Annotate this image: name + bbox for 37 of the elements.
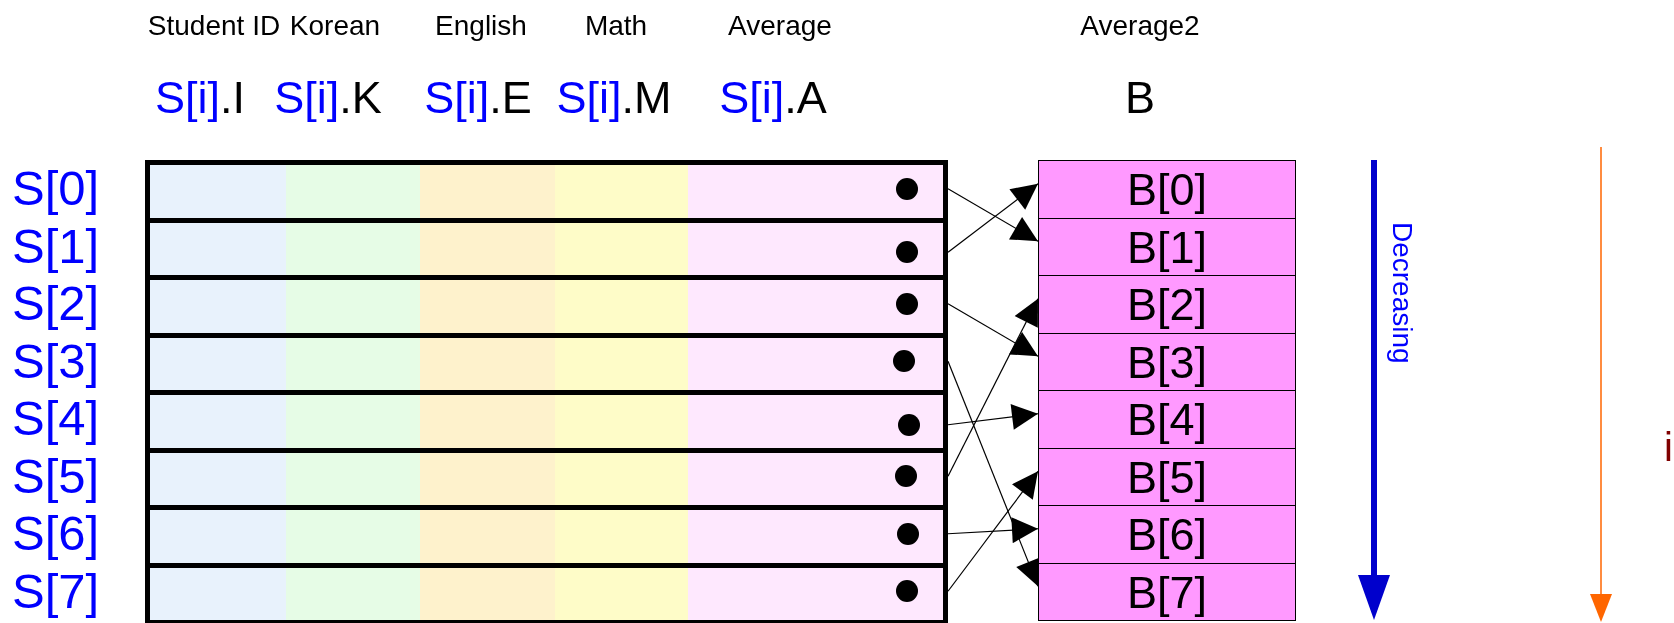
arrow: [947, 470, 1039, 592]
array-cell: B[4]: [1038, 390, 1296, 449]
array-cell: B[7]: [1038, 562, 1296, 621]
row-label: S[3]: [12, 332, 100, 390]
field-name: S[i].I: [155, 72, 245, 124]
row-label: S[6]: [12, 505, 100, 562]
array-cell: B[2]: [1038, 275, 1296, 334]
row-label: S[7]: [12, 562, 100, 620]
field-name: S[i].E: [424, 72, 532, 124]
field-name: S[i].M: [556, 72, 672, 124]
array-cell: B[5]: [1038, 447, 1296, 506]
column-header: Korean: [289, 10, 381, 42]
array-cell: B[3]: [1038, 332, 1296, 391]
column-header: Average: [728, 10, 832, 42]
row-label: S[2]: [12, 275, 100, 332]
arrow: [947, 303, 1039, 357]
arrow: [947, 517, 1039, 544]
array-cell: B[6]: [1038, 505, 1296, 564]
arrow: [947, 183, 1039, 253]
column-header: English: [435, 10, 527, 42]
field-name: S[i].K: [274, 72, 382, 124]
row-label: S[4]: [12, 390, 100, 447]
axis-label: Decreasing: [1386, 222, 1418, 364]
arrow: [947, 188, 1039, 242]
arrow: [947, 298, 1039, 477]
column-header: Math: [584, 10, 648, 42]
row-label: S[0]: [12, 160, 100, 217]
array-cell: B[1]: [1038, 217, 1296, 276]
arrow: [947, 404, 1039, 430]
index-label: i: [1664, 425, 1673, 470]
field-name: B: [1125, 72, 1155, 124]
row-label: S[1]: [12, 217, 100, 275]
column-header: Average2: [1080, 10, 1200, 42]
array-cell: B[0]: [1038, 160, 1296, 219]
field-name: S[i].A: [719, 72, 827, 124]
row-label: S[5]: [12, 447, 100, 505]
column-header: Student ID: [147, 10, 281, 42]
